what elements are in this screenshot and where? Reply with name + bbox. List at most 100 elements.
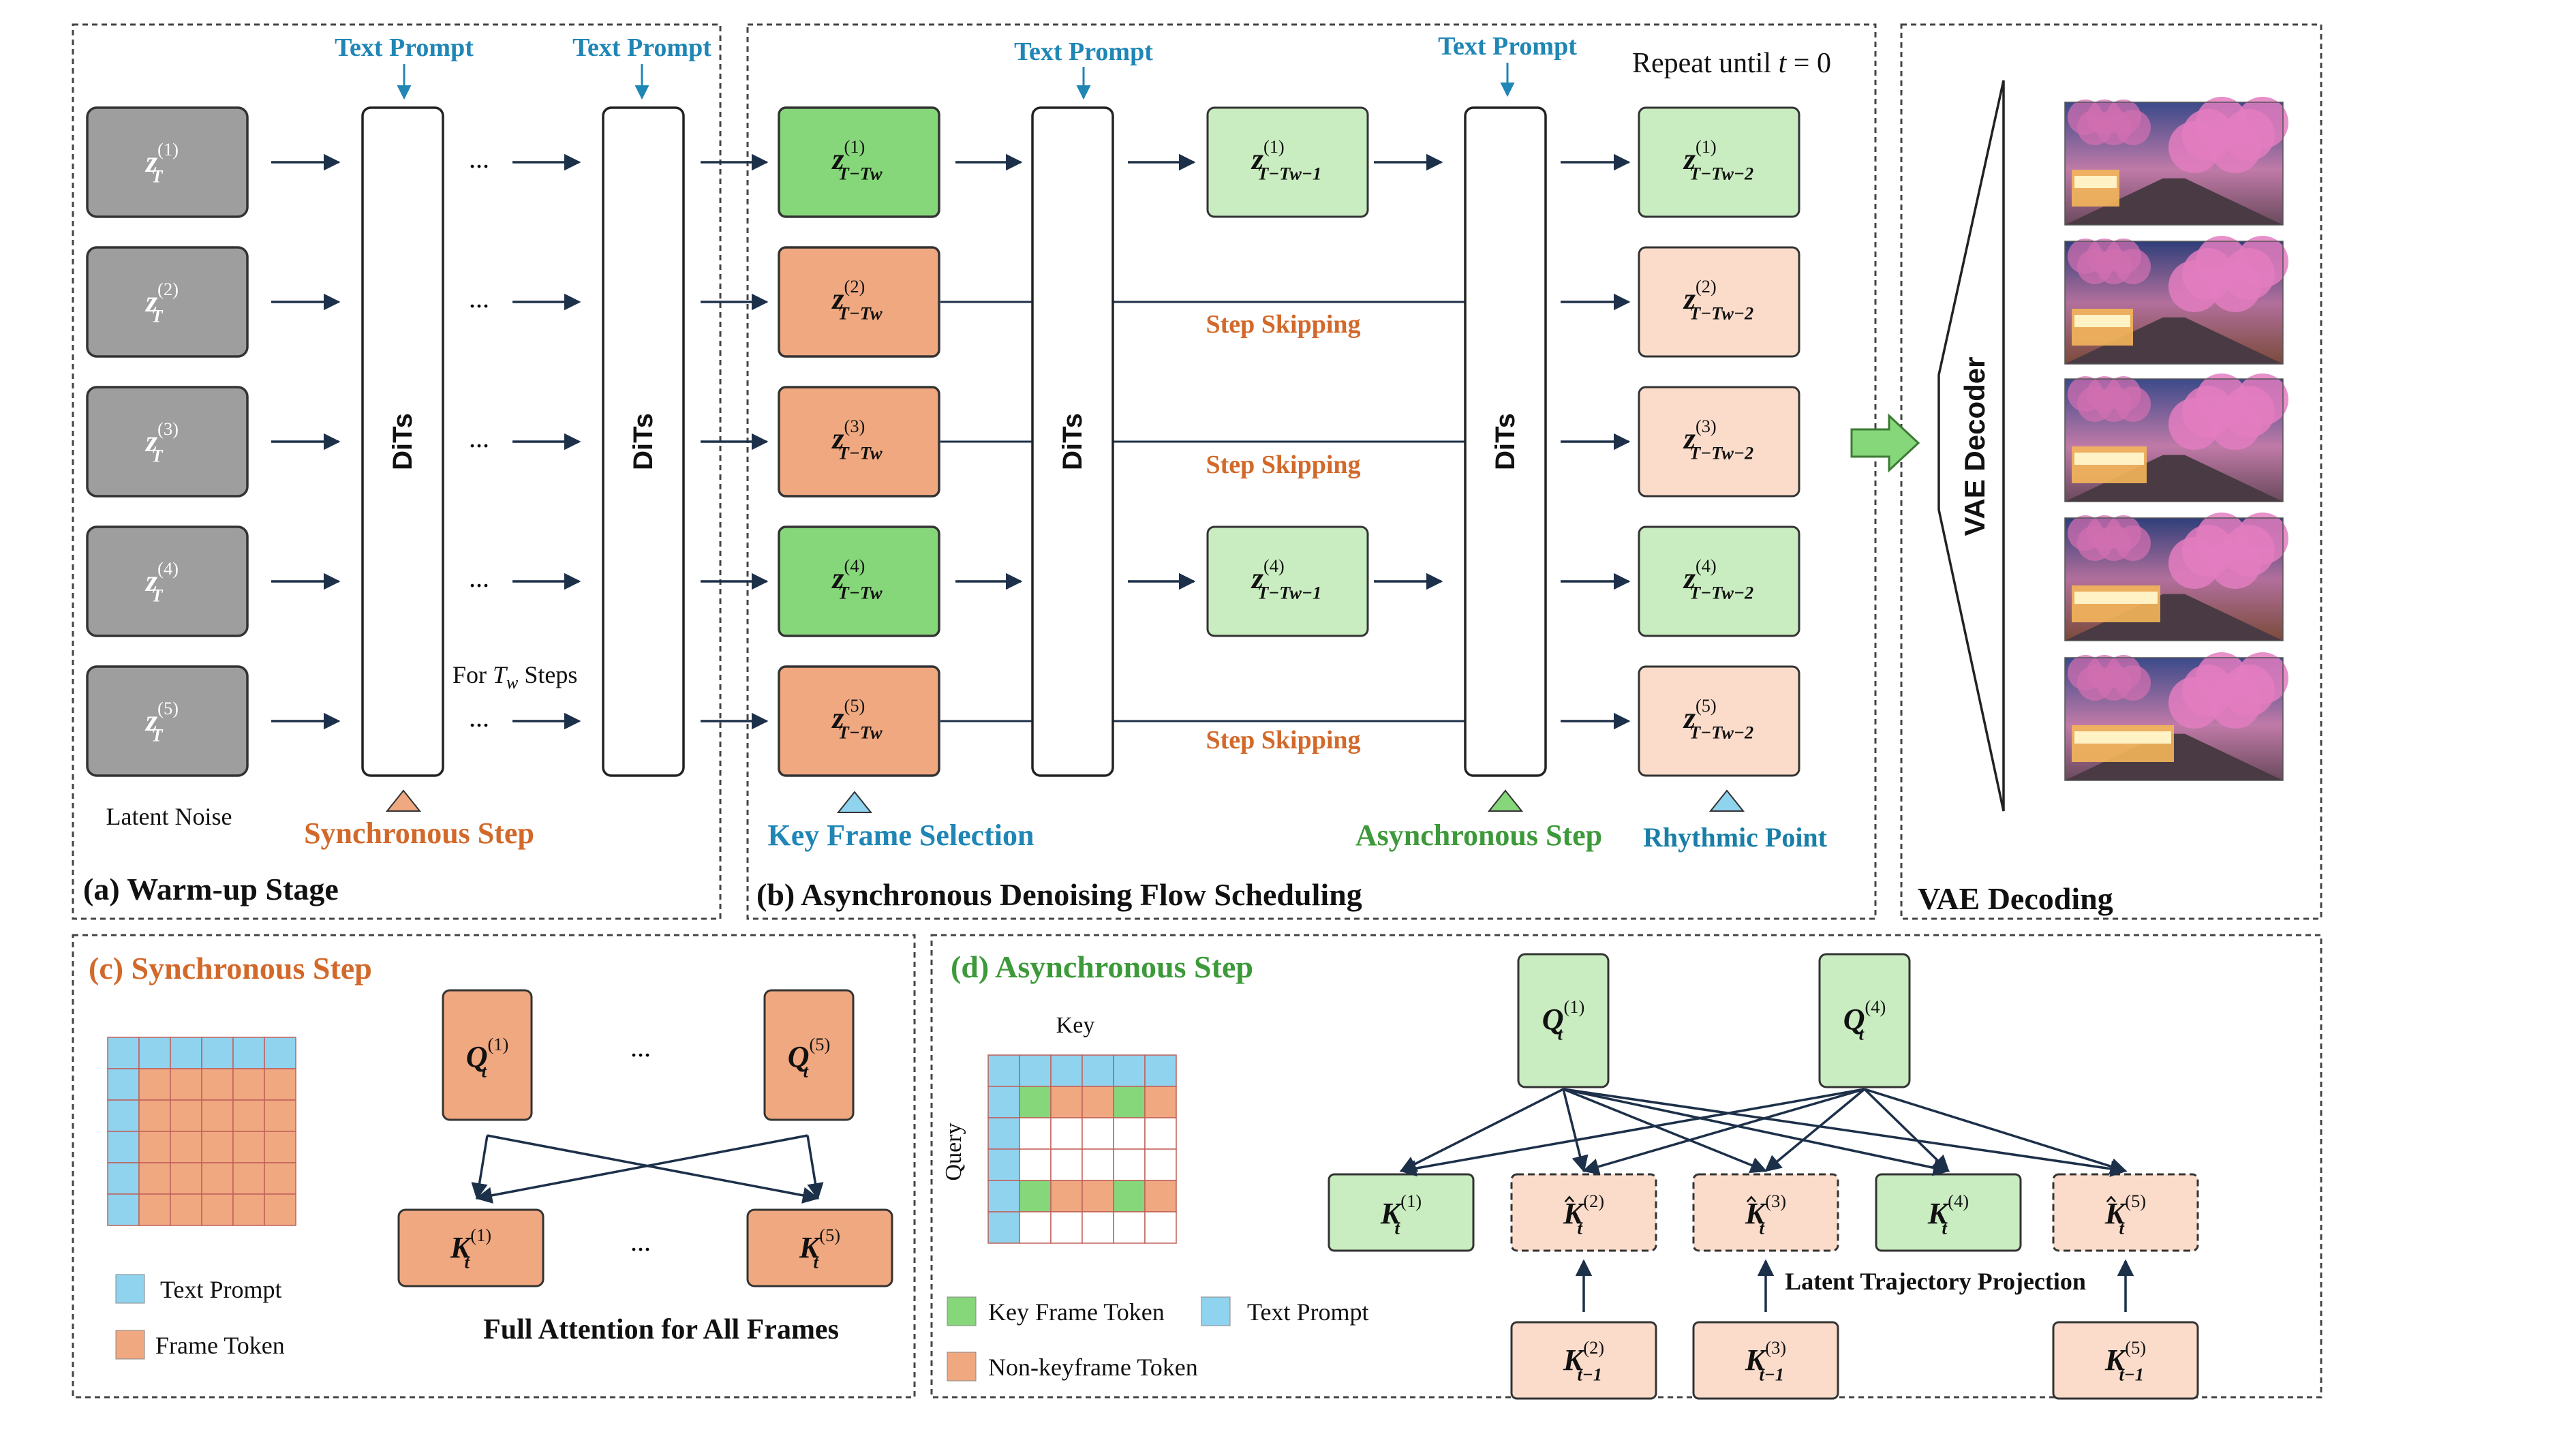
- async-matrix-cell: [987, 1148, 1020, 1181]
- sync-ellipsis-2: ...: [630, 1226, 651, 1257]
- text-prompt-b2: Text Prompt: [1438, 32, 1577, 61]
- async-matrix-cell: [1050, 1211, 1083, 1244]
- latent-noise-box-2: [86, 246, 249, 358]
- async-key-symbol-3: K(3)t: [1745, 1191, 1786, 1238]
- legend-key-frame-swatch: [947, 1296, 977, 1326]
- async-attn-q4-k2: [1582, 1088, 1865, 1175]
- panel-vae-frame: [1900, 23, 2322, 920]
- asynchronous-attention-matrix: [987, 1054, 1177, 1244]
- async-key-symbol-2-hat: [1564, 1195, 1574, 1203]
- async-matrix-cell: [1144, 1180, 1177, 1212]
- async-matrix-cell: [1019, 1180, 1052, 1212]
- sync-attn-q5-k5: [806, 1135, 824, 1200]
- async-matrix-cell: [1113, 1086, 1146, 1118]
- sync-matrix-cell: [201, 1131, 234, 1163]
- dits-block-b1: [1031, 106, 1114, 777]
- async-matrix-cell: [987, 1086, 1020, 1118]
- latent-b-col3-2: [1638, 246, 1800, 358]
- sync-attn-q5-k1: [475, 1134, 808, 1204]
- sync-key-5: [746, 1208, 893, 1287]
- sync-matrix-cell: [107, 1193, 140, 1226]
- async-prev-key-symbol-3: K(3)t−1: [1745, 1337, 1786, 1385]
- sync-matrix-cell: [201, 1162, 234, 1195]
- sync-matrix-cell: [138, 1193, 171, 1226]
- decoded-frame-4: [2064, 513, 2288, 641]
- legend-non-keyframe-swatch: [947, 1352, 977, 1382]
- async-attn-q1-k2: [1562, 1088, 1589, 1173]
- decoded-frame-5: [2064, 652, 2288, 781]
- async-attn-q1-k1: [1399, 1088, 1564, 1172]
- panel-d-title: (d) Asynchronous Step: [951, 949, 1253, 984]
- panel-c-title: (c) Synchronous Step: [89, 951, 372, 986]
- async-matrix-cell: [1082, 1086, 1114, 1118]
- panel-b-frame: [746, 23, 1877, 920]
- async-matrix-cell: [1019, 1211, 1052, 1244]
- sync-matrix-cell: [107, 1099, 140, 1132]
- key-axis-label: Key: [1056, 1013, 1095, 1038]
- async-matrix-cell: [1082, 1211, 1114, 1244]
- latent-noise-box-5: [86, 665, 249, 777]
- text-prompt-b1: Text Prompt: [1014, 37, 1153, 66]
- panel-a-frame: [72, 23, 722, 920]
- sync-matrix-cell: [138, 1037, 171, 1069]
- synchronous-step-label: Synchronous Step: [304, 817, 534, 850]
- async-key-symbol-5: K(5)t: [2104, 1191, 2146, 1238]
- sync-matrix-cell: [232, 1099, 265, 1132]
- async-matrix-cell: [1113, 1117, 1146, 1150]
- latent-b-col1-symbol-2: z(2)T−Tw: [831, 276, 883, 324]
- latent-b-col3-1: [1638, 106, 1800, 218]
- sync-matrix-cell: [201, 1037, 234, 1069]
- text-prompt-a1: Text Prompt: [335, 33, 474, 62]
- legend-frame-token-swatch: [115, 1330, 145, 1360]
- async-matrix-cell: [1082, 1180, 1114, 1212]
- async-key-symbol-5-hat: [2106, 1195, 2116, 1203]
- dits-label-a2: DiTs: [628, 413, 658, 470]
- latent-b-col3-4: [1638, 525, 1800, 637]
- latent-b-col3-symbol-4: z(4)T−Tw−2: [1683, 555, 1753, 603]
- sync-matrix-cell: [201, 1099, 234, 1132]
- sync-matrix-cell: [201, 1068, 234, 1101]
- latent-b-col1-3: [778, 386, 940, 498]
- step-skipping-3: Step Skipping: [1206, 726, 1360, 754]
- latent-noise-symbol-4: z(4)T: [144, 558, 179, 606]
- query-axis-label: Query: [941, 1123, 966, 1181]
- async-matrix-cell: [1113, 1054, 1146, 1087]
- async-matrix-cell: [1113, 1180, 1146, 1212]
- async-matrix-cell: [1144, 1148, 1177, 1181]
- sync-ellipsis-1: ...: [630, 1032, 651, 1063]
- async-matrix-cell: [1019, 1117, 1052, 1150]
- async-key-1: [1328, 1173, 1475, 1252]
- sync-matrix-cell: [138, 1162, 171, 1195]
- repeat-until-label: Repeat until t = 0: [1632, 48, 1831, 79]
- latent-b-col1-symbol-4: z(4)T−Tw: [831, 555, 883, 603]
- decoded-frame-2: [2064, 236, 2288, 365]
- latent-b-col3-symbol-1: z(1)T−Tw−2: [1683, 136, 1753, 184]
- dits-block-a2: [602, 106, 685, 777]
- latent-b-col1-symbol-5: z(5)T−Tw: [831, 695, 883, 743]
- latent-noise-label: Latent Noise: [106, 803, 232, 830]
- latent-b-col1-symbol-1: z(1)T−Tw: [831, 136, 883, 184]
- sync-matrix-cell: [264, 1068, 296, 1101]
- sync-matrix-cell: [138, 1131, 171, 1163]
- async-attn-q4-k4: [1863, 1088, 1950, 1172]
- text-prompt-a2: Text Prompt: [572, 33, 711, 62]
- async-attn-q1-k5: [1563, 1088, 2128, 1177]
- async-matrix-cell: [1144, 1086, 1177, 1118]
- async-matrix-cell: [987, 1211, 1020, 1244]
- latent-noise-symbol-1: z(1)T: [144, 139, 179, 187]
- panel-c-frame: [72, 934, 916, 1399]
- latent-b-col2-symbol-4: z(4)T−Tw−1: [1251, 555, 1321, 603]
- decoded-frame-1: [2064, 97, 2288, 226]
- latent-noise-symbol-3: z(3)T: [144, 418, 179, 466]
- sync-query-1: [442, 989, 533, 1121]
- rhythmic-point-label: Rhythmic Point: [1643, 822, 1828, 853]
- sync-matrix-cell: [201, 1193, 234, 1226]
- synchronous-step-marker: [385, 789, 422, 812]
- sync-matrix-cell: [170, 1193, 202, 1226]
- async-matrix-cell: [1082, 1054, 1114, 1087]
- sync-matrix-cell: [264, 1162, 296, 1195]
- ellipsis-a-2: ...: [469, 283, 489, 314]
- async-matrix-cell: [1050, 1117, 1083, 1150]
